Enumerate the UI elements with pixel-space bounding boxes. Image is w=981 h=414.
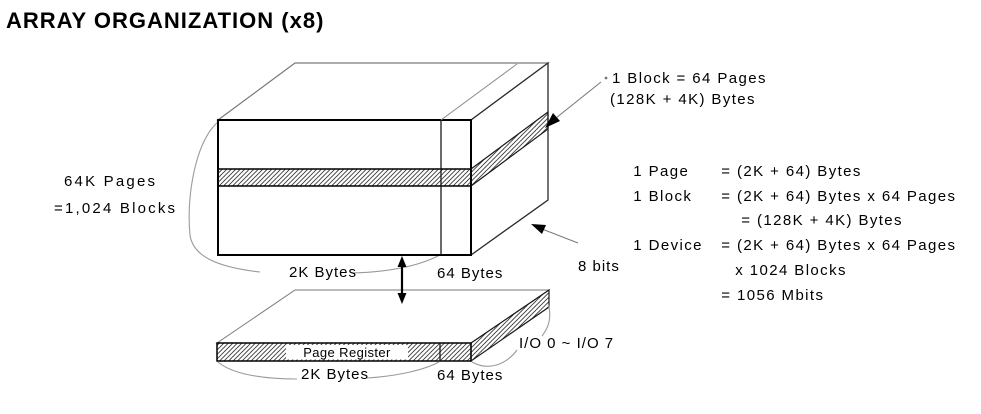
pages-count-label: 64K Pages (64, 173, 158, 190)
box-front-face (217, 119, 472, 256)
pages-brace-arc (188, 120, 261, 273)
page-register-label: Page Register (303, 345, 391, 360)
memory-array-box (216, 61, 550, 257)
equation-line: = 1056 Mbits (611, 270, 824, 321)
equation-label: 1 Device (633, 237, 703, 254)
box-top-divider (440, 63, 518, 121)
page-strip-front (217, 168, 472, 187)
block-callout-line1: 1 Block = 64 Pages (612, 70, 767, 87)
leader-arcs-slab (217, 302, 551, 380)
equation-text: = (2K + 64) Bytes (721, 163, 862, 180)
equation-text: = (2K + 64) Bytes x 64 Pages (721, 237, 957, 254)
equation-line: 1 Device = (2K + 64) Bytes x 64 Pages (611, 220, 956, 271)
equation-line: x 1024 Blocks (611, 245, 847, 296)
block-callout-line2: (128K + 4K) Bytes (610, 91, 756, 108)
equation-text: x 1024 Blocks (735, 262, 847, 279)
bus-width-label: 8 bits (578, 258, 620, 275)
bits-callout-arrow-icon (531, 224, 579, 244)
block-callout-arrow-icon (545, 76, 608, 128)
equation-line: 1 Block = (2K + 64) Bytes x 64 Pages (611, 171, 956, 222)
slab-64-bytes-label: 64 Bytes (437, 367, 504, 384)
io-leader-lower (471, 349, 518, 367)
blocks-count-label: =1,024 Blocks (54, 200, 178, 217)
equation-label: 1 Page (633, 163, 690, 180)
figure-title: ARRAY ORGANIZATION (x8) (6, 8, 325, 33)
equation-line: = (128K + 4K) Bytes (611, 195, 903, 246)
transfer-double-arrow-icon (397, 256, 407, 304)
equation-label: 1 Block (633, 188, 693, 205)
io-range-label: I/O 0 ~ I/O 7 (519, 335, 615, 352)
slab-2k-arc-left (217, 361, 298, 380)
2k-bytes-arc-right (351, 255, 439, 274)
slab-2k-bytes-label: 2K Bytes (301, 366, 370, 383)
page-register-slab (215, 288, 551, 363)
equation-text: = (128K + 4K) Bytes (741, 212, 903, 229)
slab-2k-arc-right (366, 361, 440, 379)
page-register-label-box (286, 345, 408, 360)
equation-text: = (2K + 64) Bytes x 64 Pages (721, 188, 957, 205)
box-64-bytes-label: 64 Bytes (437, 265, 504, 282)
box-2k-bytes-label: 2K Bytes (289, 264, 358, 281)
equation-line: 1 Page = (2K + 64) Bytes (611, 146, 862, 197)
io-leader-upper (541, 302, 551, 337)
equation-text: = 1056 Mbits (721, 287, 825, 304)
